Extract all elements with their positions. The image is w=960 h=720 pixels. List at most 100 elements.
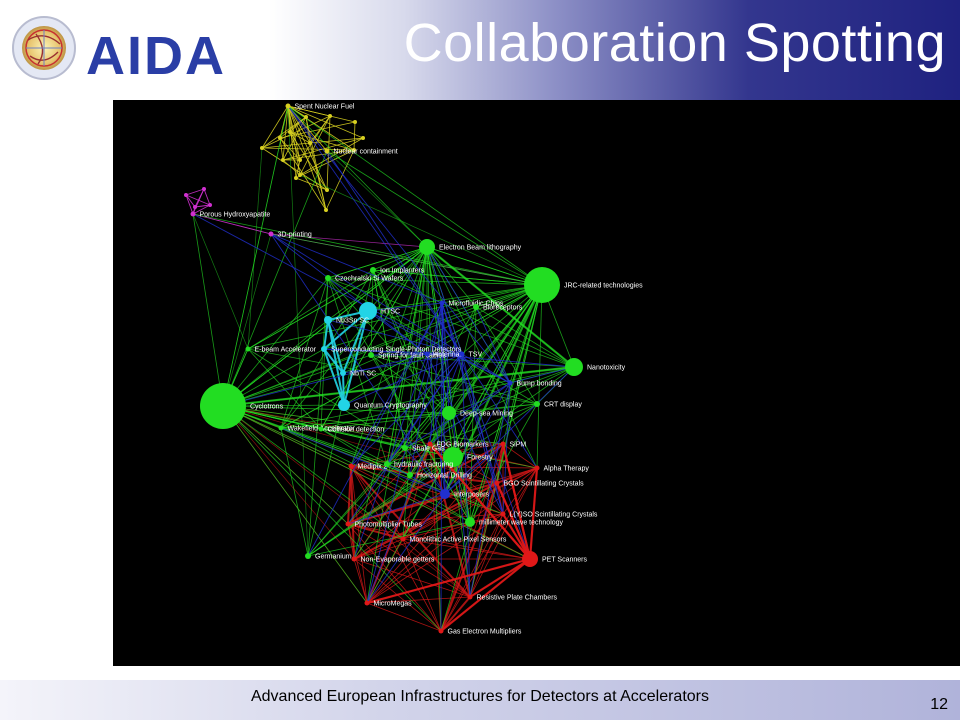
edge-blue: [367, 310, 428, 355]
graph-node-cyc: [200, 383, 246, 429]
edge-cyan: [327, 319, 345, 406]
graph-node-dot: [294, 176, 298, 180]
edge-yellow: [287, 105, 297, 179]
edge-green: [366, 246, 428, 604]
edge-magenta: [270, 233, 428, 248]
graph-node-ebl: [419, 239, 435, 255]
graph-node-label: Nuclear containment: [334, 149, 398, 156]
edge-blue: [270, 233, 428, 355]
graph-node-dsm: [442, 406, 456, 420]
edge-green: [222, 284, 543, 407]
edge-red: [222, 405, 431, 445]
edge-red: [222, 405, 471, 598]
edge-green: [307, 277, 329, 557]
edge-green: [222, 405, 504, 445]
edge-blue: [323, 348, 463, 355]
edge-blue: [441, 302, 498, 484]
graph-node-qc: [338, 399, 350, 411]
edge-green: [372, 246, 428, 271]
edge-yellow: [353, 121, 356, 151]
edge-red: [502, 467, 538, 515]
edge-blue: [343, 353, 463, 406]
edge-yellow: [261, 116, 307, 149]
graph-node-ant: [424, 351, 430, 357]
graph-node-htsc: [359, 302, 377, 320]
edge-red: [222, 405, 355, 560]
graph-node-label: HTSC: [381, 309, 400, 316]
edge-green: [222, 277, 329, 407]
graph-node-label: NbTi SC: [350, 371, 376, 378]
edge-green: [372, 269, 543, 286]
edge-red: [350, 465, 538, 469]
edge-blue: [461, 353, 538, 469]
footer-text: Advanced European Infrastructures for De…: [250, 688, 709, 705]
edge-green: [247, 246, 428, 350]
edge-blue: [426, 353, 575, 368]
edge-blue: [444, 366, 575, 495]
graph-node-nb3sn: [324, 316, 332, 324]
graph-node-cold: [318, 426, 324, 432]
edge-cyan: [323, 348, 345, 406]
graph-node-germ: [305, 553, 311, 559]
graph-node-label: millimeter wave technology: [479, 520, 564, 527]
edge-green: [426, 246, 471, 598]
edge-blue: [350, 302, 443, 467]
graph-node-ii: [370, 267, 376, 273]
graph-node-label: Spring for fault cables: [378, 353, 446, 360]
graph-node-crt: [534, 401, 540, 407]
graph-node-dot: [298, 158, 302, 162]
edge-blue: [404, 447, 446, 495]
graph-node-label: PET Scanners: [542, 557, 588, 564]
edge-blue: [347, 493, 446, 525]
graph-node-label: MicroMegas: [374, 601, 413, 608]
edge-red: [528, 467, 539, 560]
graph-node-label: Czochralski Si Wafers: [335, 276, 404, 283]
edge-green: [426, 246, 538, 469]
edge-green: [280, 427, 309, 557]
edge-yellow: [289, 116, 307, 133]
edge-blue: [409, 302, 443, 476]
edge-blue: [307, 302, 443, 557]
graph-node-dot: [324, 208, 328, 212]
edge-blue: [270, 233, 463, 355]
graph-node-bgo: [494, 480, 500, 486]
edge-green: [307, 284, 543, 557]
edge-blue: [192, 213, 511, 384]
graph-node-lyso: [500, 511, 506, 517]
edge-yellow: [279, 137, 327, 211]
edge-green: [280, 427, 471, 523]
edge-green: [287, 105, 309, 557]
graph-node-fdg: [427, 441, 433, 447]
edge-green: [475, 306, 538, 405]
edge-green: [440, 284, 543, 632]
edge-magenta: [192, 213, 272, 235]
graph-node-dot: [361, 136, 365, 140]
edge-magenta: [185, 194, 194, 215]
edge-blue: [461, 353, 504, 515]
graph-node-label: Forestry: [467, 455, 493, 462]
edge-yellow: [295, 177, 328, 191]
graph-node-forest: [443, 447, 463, 467]
edge-blue: [287, 105, 463, 355]
edge-green: [307, 521, 471, 557]
graph-node-dot: [278, 136, 282, 140]
aida-logo-text: AIDA: [86, 26, 226, 86]
graph-node-neg: [351, 556, 357, 562]
edge-green: [222, 405, 349, 525]
edge-red: [469, 467, 538, 598]
edge-green: [320, 246, 428, 430]
graph-node-label: Antennas: [434, 352, 464, 359]
edge-green: [192, 213, 224, 407]
edge-green: [192, 213, 543, 286]
edge-blue: [475, 306, 511, 384]
graph-node-dot: [184, 193, 188, 197]
graph-node-eba: [245, 346, 251, 352]
graph-node-label: 3D-printing: [278, 232, 312, 239]
edge-green: [426, 246, 575, 368]
edge-green: [366, 284, 543, 604]
edge-green: [287, 105, 428, 248]
edge-green: [536, 284, 543, 469]
edge-green: [222, 405, 352, 467]
edge-red: [353, 558, 368, 604]
